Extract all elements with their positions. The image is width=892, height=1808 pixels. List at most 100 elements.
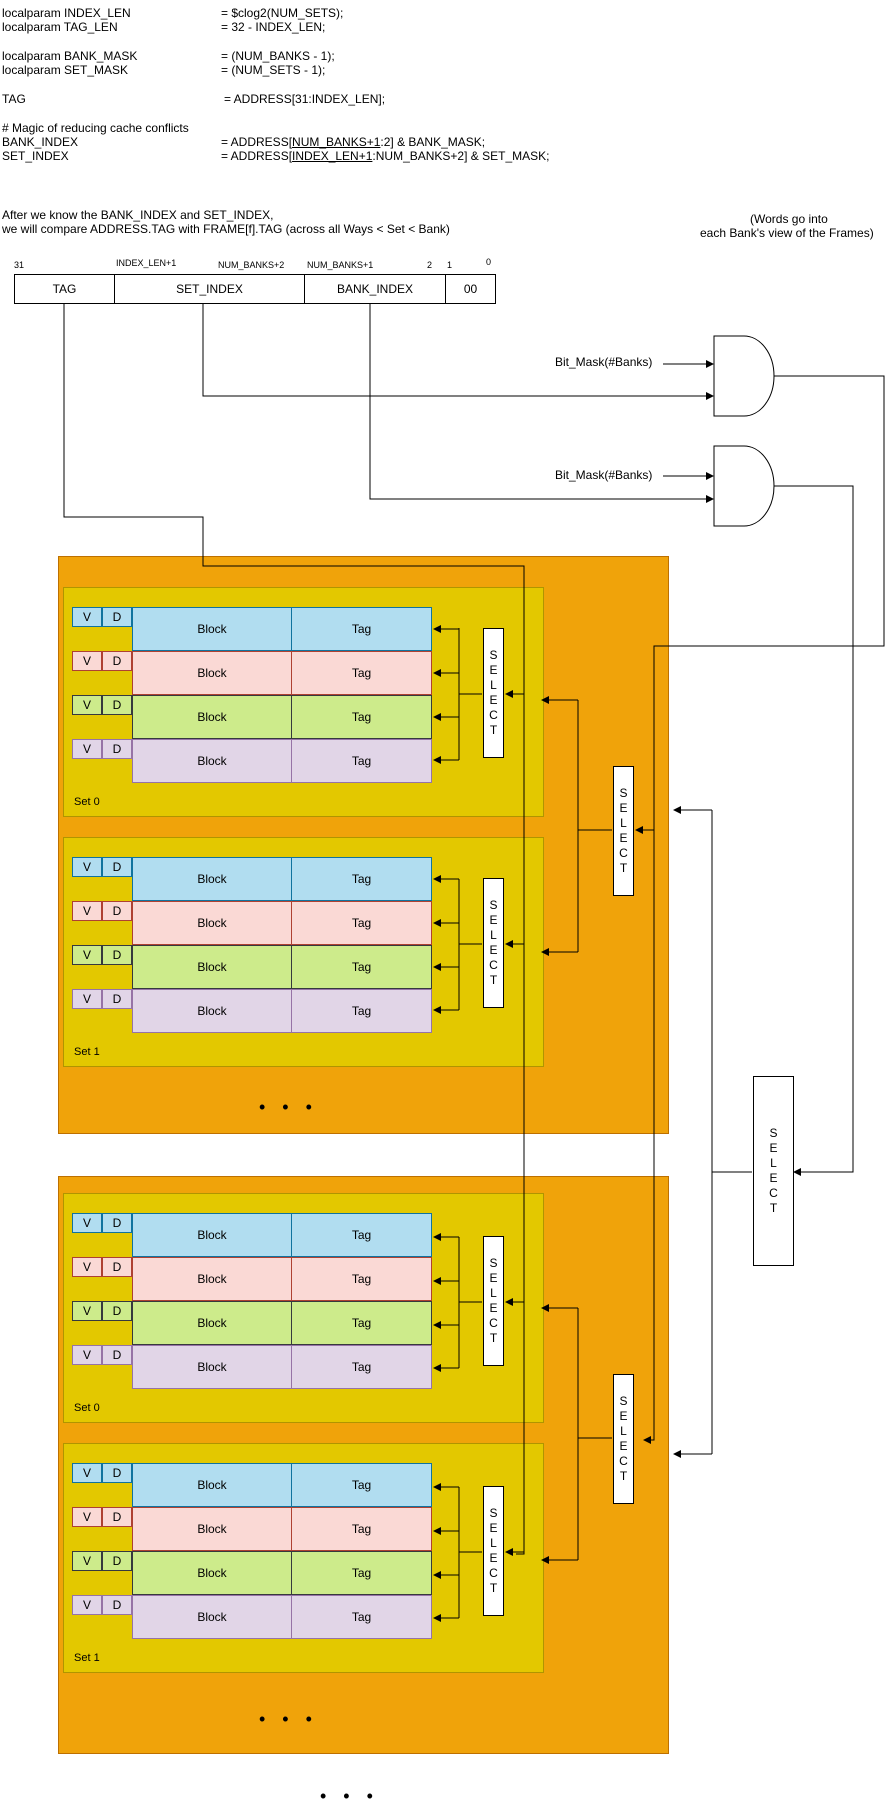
- code-line-set-index-value: = ADDRESS[INDEX_LEN+1:NUM_BANKS+2] & SET…: [221, 149, 550, 163]
- valid-bit: V: [72, 1257, 102, 1277]
- code-line-set-index: SET_INDEX: [2, 149, 69, 163]
- way-3-tag: Tag: [291, 739, 432, 783]
- way-0-block: Block: [132, 857, 292, 901]
- code-line-set-mask-value: = (NUM_SETS - 1);: [221, 63, 326, 77]
- valid-bit: V: [72, 1551, 102, 1571]
- way-2-tag: Tag: [291, 1551, 432, 1595]
- way-0-block: Block: [132, 607, 292, 651]
- way-2-block: Block: [132, 695, 292, 739]
- way-1-block: Block: [132, 901, 292, 945]
- valid-bit: V: [72, 651, 102, 671]
- code-line-index-len: localparam INDEX_LEN: [2, 6, 131, 20]
- valid-bit: V: [72, 1507, 102, 1527]
- way-1-block: Block: [132, 1257, 292, 1301]
- more-banks-ellipsis: • • •: [320, 1786, 379, 1806]
- bank-1: V D Block Tag V D Block Tag V D Block Ta…: [58, 1176, 669, 1754]
- valid-bit: V: [72, 695, 102, 715]
- way-3-block: Block: [132, 1345, 292, 1389]
- address-field-tag: TAG: [14, 274, 115, 304]
- code-line-set-mask: localparam SET_MASK: [2, 63, 129, 77]
- bank-1-set-0-way-select: S E L E C T: [483, 1236, 504, 1366]
- way-1-tag: Tag: [291, 1257, 432, 1301]
- way-3-block: Block: [132, 1595, 292, 1639]
- dirty-bit: D: [102, 1301, 132, 1321]
- valid-bit: V: [72, 901, 102, 921]
- valid-bit: V: [72, 1345, 102, 1365]
- valid-bit: V: [72, 989, 102, 1009]
- more-sets-ellipsis: • • •: [259, 1097, 318, 1117]
- way-0-tag: Tag: [291, 607, 432, 651]
- bank-0-set-select-mux: S E L E C T: [613, 766, 634, 896]
- valid-bit: V: [72, 1213, 102, 1233]
- and-gate-1: [713, 335, 775, 417]
- note-line-1: (Words go into: [750, 212, 828, 226]
- way-1-tag: Tag: [291, 651, 432, 695]
- code-line-tag-len-value: = 32 - INDEX_LEN;: [221, 20, 326, 34]
- valid-bit: V: [72, 1301, 102, 1321]
- valid-bit: V: [72, 607, 102, 627]
- code-line-bank-index: BANK_INDEX: [2, 135, 79, 149]
- way-2-tag: Tag: [291, 695, 432, 739]
- dirty-bit: D: [102, 739, 132, 759]
- way-3-tag: Tag: [291, 1595, 432, 1639]
- way-0-block: Block: [132, 1463, 292, 1507]
- set-label: Set 0: [74, 1402, 100, 1414]
- code-line-tag-len: localparam TAG_LEN: [2, 20, 118, 34]
- bank-0-set-0: V D Block Tag V D Block Tag V D Block Ta…: [63, 587, 544, 817]
- description-line-2: we will compare ADDRESS.TAG with FRAME[f…: [2, 222, 450, 236]
- bit-num-banks-plus-2: NUM_BANKS+2: [218, 260, 285, 270]
- dirty-bit: D: [102, 607, 132, 627]
- valid-bit: V: [72, 1463, 102, 1483]
- address-field-set-index: SET_INDEX: [114, 274, 305, 304]
- dirty-bit: D: [102, 1551, 132, 1571]
- dirty-bit: D: [102, 989, 132, 1009]
- way-2-tag: Tag: [291, 1301, 432, 1345]
- code-line-tag-value: = ADDRESS[31:INDEX_LEN];: [224, 92, 386, 106]
- way-2-block: Block: [132, 1301, 292, 1345]
- dirty-bit: D: [102, 1595, 132, 1615]
- bit-num-banks-plus-1: NUM_BANKS+1: [307, 260, 374, 270]
- code-line-tag: TAG: [2, 92, 26, 106]
- bank-1-set-select-mux: S E L E C T: [613, 1374, 634, 1504]
- code-comment: # Magic of reducing cache conflicts: [2, 121, 189, 135]
- dirty-bit: D: [102, 1345, 132, 1365]
- bank-1-set-1: V D Block Tag V D Block Tag V D Block Ta…: [63, 1443, 544, 1673]
- way-1-tag: Tag: [291, 1507, 432, 1551]
- dirty-bit: D: [102, 901, 132, 921]
- code-line-bank-index-value: = ADDRESS[NUM_BANKS+1:2] & BANK_MASK;: [221, 135, 486, 149]
- bank-0-set-1: V D Block Tag V D Block Tag V D Block Ta…: [63, 837, 544, 1067]
- address-field-offset: 00: [445, 274, 496, 304]
- set-label: Set 1: [74, 1046, 100, 1058]
- set-label: Set 0: [74, 796, 100, 808]
- valid-bit: V: [72, 1595, 102, 1615]
- bit-0: 0: [486, 257, 492, 267]
- valid-bit: V: [72, 945, 102, 965]
- way-0-tag: Tag: [291, 1213, 432, 1257]
- way-3-tag: Tag: [291, 1345, 432, 1389]
- way-2-tag: Tag: [291, 945, 432, 989]
- bit-mask-label-1: Bit_Mask(#Banks): [555, 355, 653, 369]
- code-line-bank-mask-value: = (NUM_BANKS - 1);: [221, 49, 335, 63]
- and-gate-2: [713, 445, 775, 527]
- dirty-bit: D: [102, 1213, 132, 1233]
- bit-mask-label-2: Bit_Mask(#Banks): [555, 468, 653, 482]
- bank-1-set-1-way-select: S E L E C T: [483, 1486, 504, 1616]
- way-3-tag: Tag: [291, 989, 432, 1033]
- way-0-tag: Tag: [291, 857, 432, 901]
- way-1-block: Block: [132, 1507, 292, 1551]
- bank-0-set-1-way-select: S E L E C T: [483, 878, 504, 1008]
- dirty-bit: D: [102, 651, 132, 671]
- way-2-block: Block: [132, 945, 292, 989]
- bit-1: 1: [447, 260, 453, 270]
- dirty-bit: D: [102, 857, 132, 877]
- set-label: Set 1: [74, 1652, 100, 1664]
- way-1-block: Block: [132, 651, 292, 695]
- more-sets-ellipsis: • • •: [259, 1709, 318, 1729]
- address-field-bank-index: BANK_INDEX: [304, 274, 446, 304]
- dirty-bit: D: [102, 1257, 132, 1277]
- way-0-tag: Tag: [291, 1463, 432, 1507]
- valid-bit: V: [72, 857, 102, 877]
- dirty-bit: D: [102, 1463, 132, 1483]
